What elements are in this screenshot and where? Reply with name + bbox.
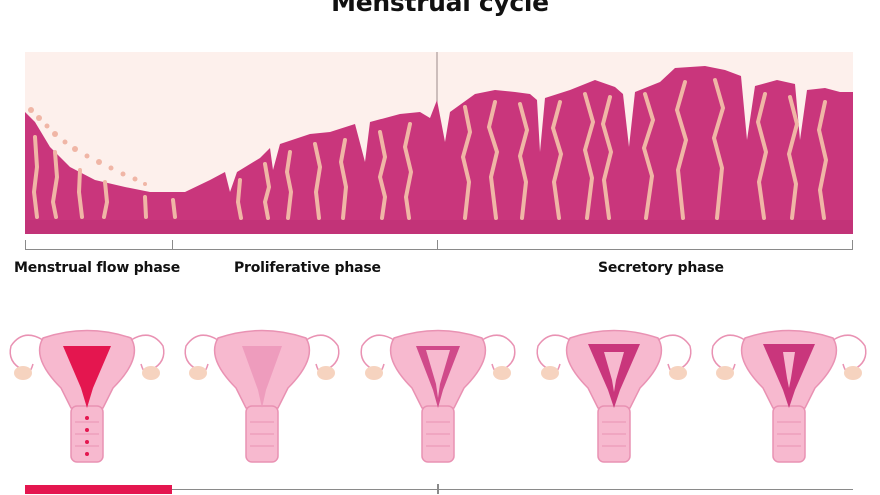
endometrial-glands — [31, 78, 829, 220]
menstrual-flow-bar — [25, 485, 172, 494]
uterus-menstruation — [9, 329, 165, 463]
bracket-secretory — [437, 240, 853, 250]
uterus-early-secretory — [536, 329, 692, 463]
uterus-late-secretory — [711, 329, 867, 463]
phase-label-secretory: Secretory phase — [598, 260, 724, 276]
endometrium-layer — [25, 66, 853, 234]
endometrium-cross-section — [25, 52, 853, 234]
bracket-proliferative — [172, 240, 438, 250]
timeline-tick — [437, 484, 439, 494]
bracket-menstrual — [25, 240, 173, 250]
phase-label-menstrual: Menstrual flow phase — [14, 260, 180, 276]
shedding-debris — [28, 107, 147, 186]
uterus-late-proliferative — [360, 329, 516, 463]
diagram-title: Menstrual cycle — [331, 0, 549, 17]
cycle-timeline — [172, 489, 853, 490]
uterus-early-proliferative — [184, 329, 340, 463]
phase-label-proliferative: Proliferative phase — [234, 260, 381, 276]
basal-layer — [25, 220, 853, 234]
